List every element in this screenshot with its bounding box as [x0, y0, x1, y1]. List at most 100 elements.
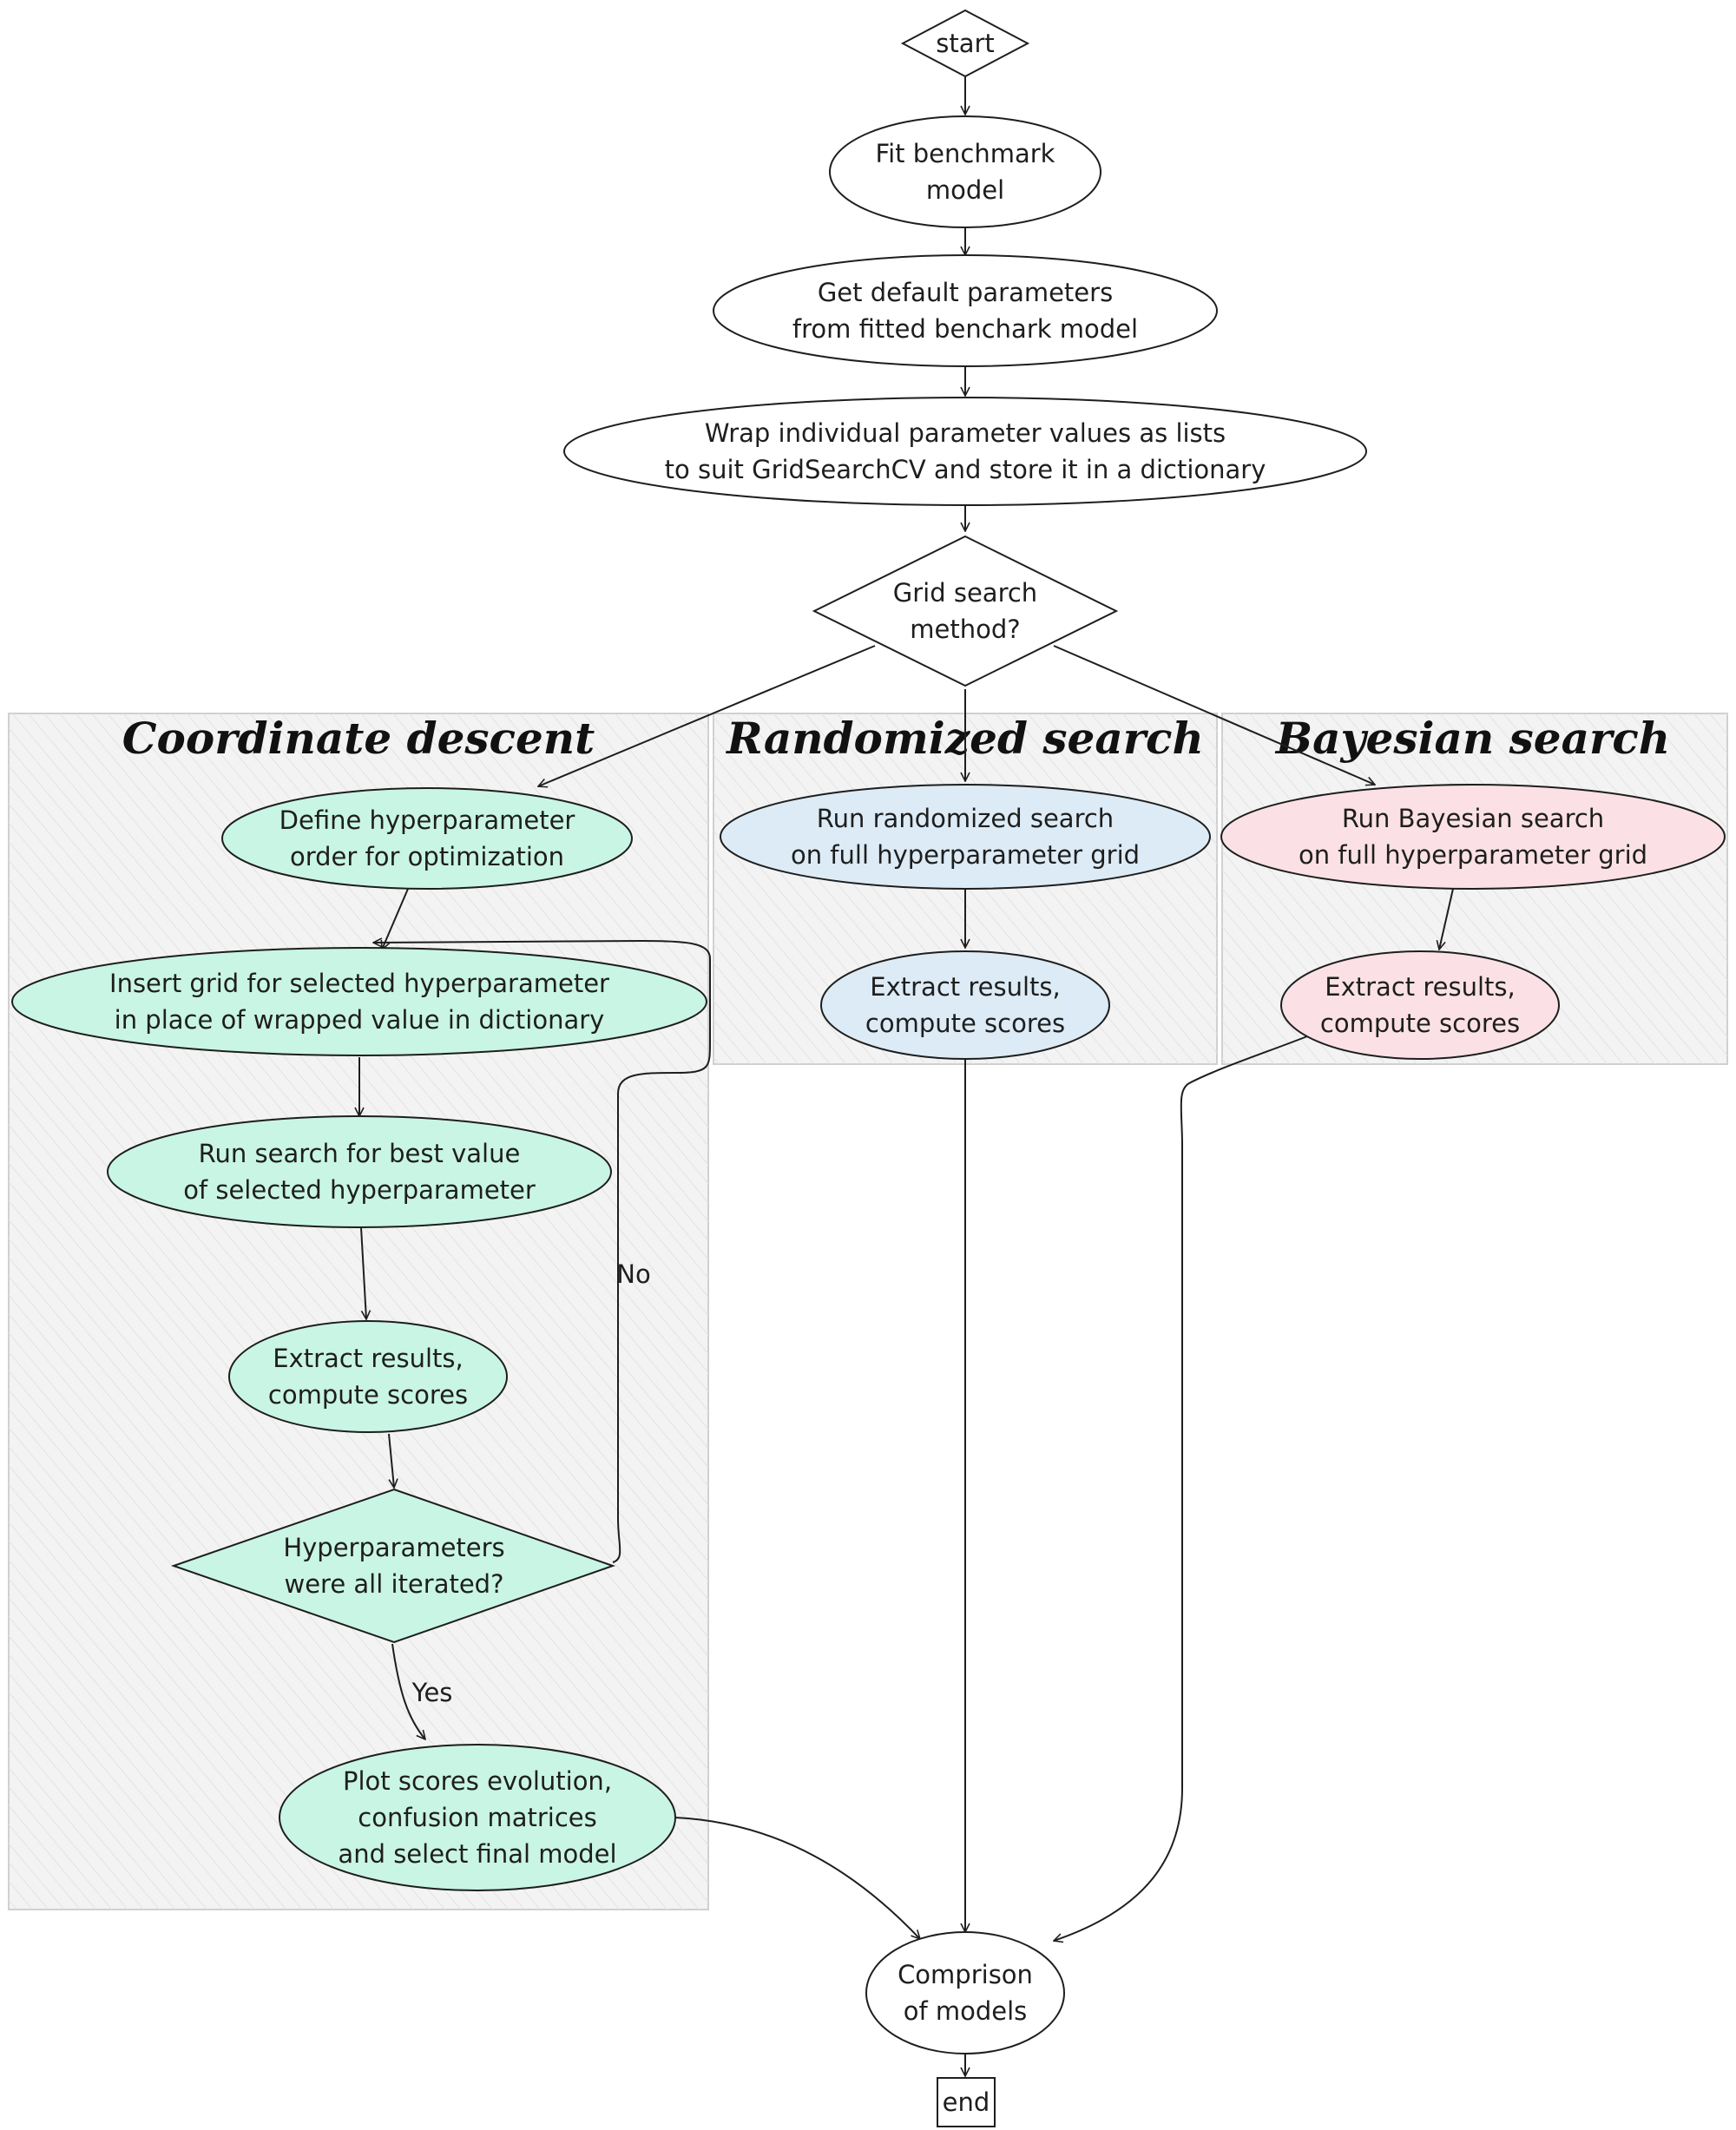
edge-check-yes — [391, 1643, 425, 1739]
edge-extract-to-check — [388, 1433, 394, 1488]
lane-coordinate-descent: Coordinate descent — [8, 713, 709, 1910]
grid-search-method-node[interactable]: Grid search method? — [812, 535, 1119, 687]
edges: No Yes — [359, 76, 1454, 1941]
label-line: compute scores — [865, 1009, 1065, 1038]
label-line: Get default parameters — [818, 278, 1113, 307]
label-line: method? — [910, 615, 1020, 644]
cd-extract-shape — [228, 1320, 508, 1433]
fit-benchmark-label: Fit benchmark model — [876, 139, 1055, 205]
all-iterated-label: Hyperparameters were all iterated? — [283, 1533, 504, 1599]
cd-extract-label: Extract results, compute scores — [268, 1344, 468, 1410]
label-line: Run randomized search — [817, 804, 1114, 833]
label-line: Fit benchmark — [876, 139, 1055, 168]
all-iterated-node[interactable]: Hyperparameters were all iterated? — [170, 1488, 616, 1644]
label-line: start — [936, 29, 995, 58]
label-line: Wrap individual parameter values as list… — [705, 418, 1226, 448]
label-line: Run search for best value — [199, 1139, 521, 1168]
fit-benchmark-shape — [829, 115, 1101, 228]
lane-title-coordinate-descent: Coordinate descent — [122, 713, 595, 764]
edge-check-no-loop — [373, 941, 711, 1563]
label-line: on full hyperparameter grid — [1299, 840, 1647, 870]
rs-extract-shape — [820, 950, 1110, 1060]
end-node[interactable]: end — [937, 2077, 996, 2127]
label-line: Plot scores evolution, — [343, 1766, 612, 1796]
label-line: model — [926, 175, 1004, 205]
edge-method-to-coordinate — [538, 645, 876, 786]
bs-extract-shape — [1280, 950, 1560, 1060]
define-order-label: Define hyperparameter order for optimizat… — [279, 805, 575, 871]
start-node[interactable]: start — [900, 9, 1030, 78]
rs-extract-label: Extract results, compute scores — [865, 972, 1065, 1038]
bs-extract-label: Extract results, compute scores — [1320, 972, 1520, 1038]
run-search-shape — [107, 1115, 612, 1228]
plot-scores-shape — [279, 1744, 676, 1891]
label-line: from fitted benchark model — [792, 314, 1138, 344]
lane-title-bayesian-search: Bayesian search — [1274, 713, 1670, 764]
label-line: of selected hyperparameter — [183, 1175, 536, 1205]
wrap-parameters-node[interactable]: Wrap individual parameter values as list… — [563, 397, 1367, 506]
insert-grid-label: Insert grid for selected hyperparameter i… — [109, 969, 609, 1035]
label-line: to suit GridSearchCV and store it in a d… — [665, 455, 1266, 484]
edge-bs-run-to-extract — [1439, 888, 1454, 950]
bs-run-shape — [1220, 784, 1726, 890]
label-line: compute scores — [268, 1380, 468, 1410]
start-label: start — [936, 29, 995, 58]
grid-search-method-diamond — [812, 535, 1119, 687]
edge-label-yes: Yes — [411, 1678, 453, 1707]
label-line: in place of wrapped value in dictionary — [115, 1005, 605, 1035]
default-parameters-label: Get default parameters from fitted bencha… — [792, 278, 1138, 344]
label-line: Define hyperparameter — [279, 805, 575, 835]
label-line: Insert grid for selected hyperparameter — [109, 969, 609, 998]
edge-define-to-insert — [382, 888, 409, 950]
start-diamond — [900, 9, 1030, 78]
run-search-node[interactable]: Run search for best value of selected hyp… — [107, 1115, 612, 1228]
edge-run-to-extract — [360, 1226, 366, 1319]
default-parameters-node[interactable]: Get default parameters from fitted bencha… — [713, 254, 1218, 367]
label-line: were all iterated? — [285, 1569, 504, 1599]
bs-run-label: Run Bayesian search on full hyperparamete… — [1299, 804, 1647, 870]
label-line: order for optimization — [290, 842, 564, 871]
rs-extract-node[interactable]: Extract results, compute scores — [820, 950, 1110, 1060]
insert-grid-shape — [11, 947, 707, 1056]
label-line: compute scores — [1320, 1009, 1520, 1038]
insert-grid-node[interactable]: Insert grid for selected hyperparameter i… — [11, 947, 707, 1056]
fit-benchmark-node[interactable]: Fit benchmark model — [829, 115, 1101, 228]
label-line: Run Bayesian search — [1342, 804, 1604, 833]
label-line: and select final model — [338, 1839, 616, 1869]
label-line: of models — [904, 1996, 1028, 2026]
wrap-parameters-label: Wrap individual parameter values as list… — [665, 418, 1266, 484]
label-line: Grid search — [893, 578, 1037, 608]
rs-run-label: Run randomized search on full hyperparame… — [791, 804, 1140, 870]
plot-scores-label: Plot scores evolution, confusion matrices… — [338, 1766, 616, 1869]
label-line: Hyperparameters — [283, 1533, 504, 1562]
edge-plot-to-compare — [674, 1817, 920, 1939]
bs-extract-node[interactable]: Extract results, compute scores — [1280, 950, 1560, 1060]
cd-extract-node[interactable]: Extract results, compute scores — [228, 1320, 508, 1433]
label-line: Comprison — [898, 1960, 1033, 1989]
rs-run-node[interactable]: Run randomized search on full hyperparame… — [720, 784, 1211, 890]
edge-bs-extract-to-compare — [1054, 1035, 1308, 1941]
all-iterated-diamond — [170, 1488, 616, 1644]
label-line: Extract results, — [273, 1344, 463, 1373]
edge-label-no: No — [616, 1259, 650, 1289]
run-search-label: Run search for best value of selected hyp… — [183, 1139, 536, 1205]
label-line: Extract results, — [870, 972, 1060, 1002]
end-label: end — [943, 2087, 990, 2117]
comparison-shape — [865, 1931, 1065, 2054]
grid-search-method-label: Grid search method? — [893, 578, 1037, 644]
define-order-node[interactable]: Define hyperparameter order for optimizat… — [221, 787, 633, 890]
default-parameters-shape — [713, 254, 1218, 367]
bs-run-node[interactable]: Run Bayesian search on full hyperparamete… — [1220, 784, 1726, 890]
wrap-parameters-shape — [563, 397, 1367, 506]
label-line: on full hyperparameter grid — [791, 840, 1140, 870]
plot-scores-node[interactable]: Plot scores evolution, confusion matrices… — [279, 1744, 676, 1891]
label-line: end — [943, 2087, 990, 2117]
comparison-label: Comprison of models — [898, 1960, 1033, 2026]
label-line: confusion matrices — [358, 1803, 596, 1832]
label-line: Extract results, — [1325, 972, 1515, 1002]
comparison-node[interactable]: Comprison of models — [865, 1931, 1065, 2054]
rs-run-shape — [720, 784, 1211, 890]
edge-method-to-bayesian — [1053, 645, 1375, 785]
end-box — [937, 2077, 996, 2127]
